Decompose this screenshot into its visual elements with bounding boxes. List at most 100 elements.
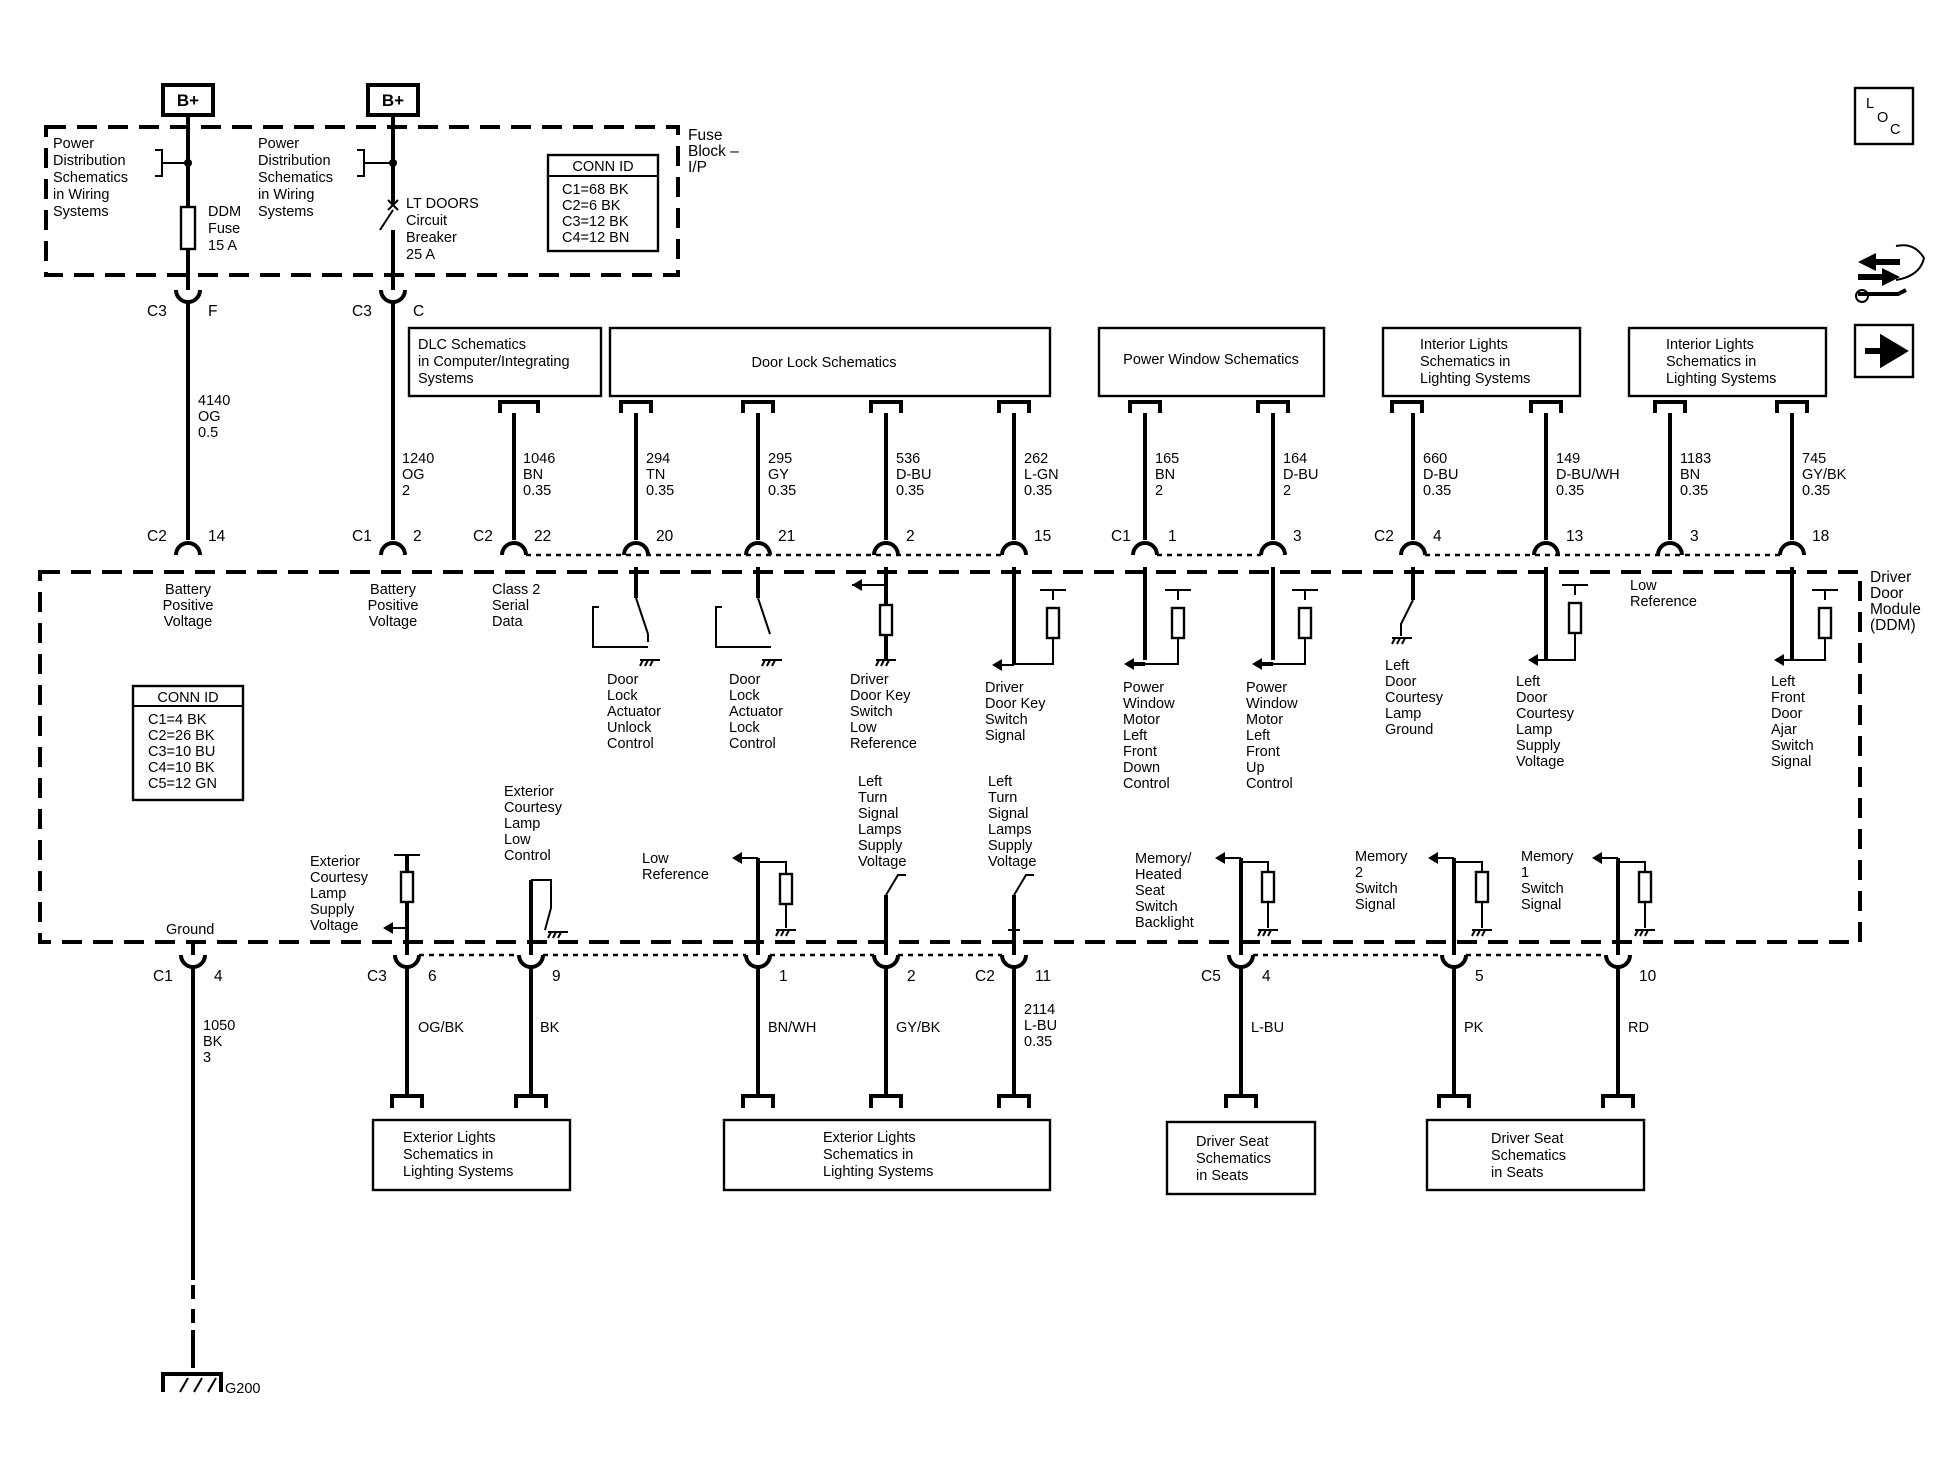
svg-text:Door: Door — [607, 672, 639, 688]
svg-text:C2: C2 — [975, 968, 995, 985]
ref-dlc-schematics[interactable]: DLC Schematics in Computer/Integrating S… — [407, 326, 603, 398]
ddm-conn-id: CONN ID C1=4 BK C2=26 BK C3=10 BU C4=10 … — [131, 684, 245, 802]
svg-text:Left: Left — [1516, 674, 1540, 690]
svg-text:CONN ID: CONN ID — [157, 690, 218, 706]
svg-text:Lighting Systems: Lighting Systems — [1420, 371, 1530, 387]
next-arrow-icon[interactable] — [1853, 323, 1915, 379]
svg-text:Lighting Systems: Lighting Systems — [1666, 371, 1776, 387]
svg-text:Control: Control — [729, 736, 776, 752]
ddm-bottom-pin-labels: C1 4 C3 6 9 1 2 C2 11 C5 4 5 10 — [153, 968, 1657, 985]
ref-door-lock-schematics[interactable]: Door Lock Schematics — [608, 326, 1052, 398]
top-wire-1240: 1240 OG 2 — [402, 451, 434, 499]
svg-text:1: 1 — [779, 968, 788, 985]
svg-text:Power: Power — [1123, 680, 1164, 696]
svg-text:C1: C1 — [352, 528, 372, 545]
wrench-icon[interactable] — [1855, 244, 1926, 303]
svg-text:BN: BN — [523, 467, 543, 483]
svg-text:Lighting Systems: Lighting Systems — [403, 1164, 513, 1180]
svg-text:0.35: 0.35 — [1802, 483, 1830, 499]
svg-text:1: 1 — [1168, 528, 1177, 545]
svg-text:4: 4 — [214, 968, 223, 985]
svg-text:Fuse: Fuse — [208, 221, 240, 237]
svg-text:Signal: Signal — [1355, 897, 1395, 913]
ref-interior-lights-1[interactable]: Interior Lights Schematics in Lighting S… — [1381, 326, 1582, 398]
svg-text:B+: B+ — [382, 91, 404, 110]
label-door-lock-unlock: Door Lock Actuator Unlock Control — [607, 672, 661, 752]
svg-text:Heated: Heated — [1135, 867, 1182, 883]
label-ground: Ground — [166, 922, 214, 938]
svg-text:Lamp: Lamp — [1516, 722, 1552, 738]
svg-text:Motor: Motor — [1123, 712, 1160, 728]
top-wire-1183: 1183 BN 0.35 — [1680, 451, 1711, 499]
ddm-top-pin-cups — [174, 541, 1806, 556]
svg-text:Turn: Turn — [858, 790, 887, 806]
label-low-reference-bottom: Low Reference — [642, 851, 709, 883]
svg-text:Actuator: Actuator — [729, 704, 783, 720]
svg-text:C1=68 BK: C1=68 BK — [562, 182, 629, 198]
svg-text:Left: Left — [1123, 728, 1147, 744]
top-wire-lines — [186, 302, 1794, 540]
svg-text:Distribution: Distribution — [53, 153, 126, 169]
power-dist-ref-left[interactable]: Power Distribution Schematics in Wiring … — [53, 136, 188, 220]
bottom-wire-labels: 1050 BK 3 OG/BK BK BN/WH GY/BK 2114 L-BU… — [203, 1002, 1649, 1066]
svg-text:15 A: 15 A — [208, 238, 237, 254]
svg-text:Switch: Switch — [850, 704, 893, 720]
svg-text:20: 20 — [656, 528, 674, 545]
svg-text:0.35: 0.35 — [1024, 1034, 1052, 1050]
top-wire-294: 294 TN 0.35 — [646, 451, 674, 499]
svg-text:C3=12 BK: C3=12 BK — [562, 214, 629, 230]
svg-text:Interior Lights: Interior Lights — [1420, 337, 1508, 353]
svg-text:1046: 1046 — [523, 451, 555, 467]
svg-text:Switch: Switch — [1355, 881, 1398, 897]
top-wire-536: 536 D-BU 0.35 — [896, 451, 931, 499]
svg-text:OG: OG — [402, 467, 425, 483]
label-low-reference-top: Low Reference — [1630, 578, 1697, 610]
svg-text:G200: G200 — [225, 1381, 260, 1397]
svg-text:Window: Window — [1246, 696, 1298, 712]
ref-exterior-lights-1[interactable]: Exterior Lights Schematics in Lighting S… — [371, 1118, 572, 1192]
svg-text:Circuit: Circuit — [406, 213, 447, 229]
svg-text:Systems: Systems — [53, 204, 109, 220]
svg-text:L-GN: L-GN — [1024, 467, 1059, 483]
svg-text:Switch: Switch — [985, 712, 1028, 728]
svg-text:0.5: 0.5 — [198, 425, 218, 441]
svg-text:BK: BK — [540, 1020, 560, 1036]
svg-text:Control: Control — [1246, 776, 1293, 792]
ref-interior-lights-2[interactable]: Interior Lights Schematics in Lighting S… — [1627, 326, 1828, 398]
svg-text:Up: Up — [1246, 760, 1265, 776]
svg-text:Reference: Reference — [850, 736, 917, 752]
svg-text:Front: Front — [1246, 744, 1280, 760]
svg-text:C2=6 BK: C2=6 BK — [562, 198, 621, 214]
svg-text:Driver: Driver — [985, 680, 1024, 696]
loc-icon[interactable]: L O C — [1853, 86, 1915, 146]
svg-text:Turn: Turn — [988, 790, 1017, 806]
ref-power-window-schematics[interactable]: Power Window Schematics — [1097, 326, 1326, 398]
svg-text:D-BU: D-BU — [896, 467, 931, 483]
top-wire-4140: 4140 OG 0.5 — [198, 393, 230, 441]
power-dist-ref-right[interactable]: Power Distribution Schematics in Wiring … — [258, 136, 393, 220]
svg-text:Reference: Reference — [1630, 594, 1697, 610]
svg-text:C5: C5 — [1201, 968, 1221, 985]
svg-text:Ground: Ground — [1385, 722, 1433, 738]
svg-text:B+: B+ — [177, 91, 199, 110]
svg-text:Driver Seat: Driver Seat — [1196, 1134, 1269, 1150]
svg-text:in Seats: in Seats — [1491, 1165, 1543, 1181]
ref-exterior-lights-2[interactable]: Exterior Lights Schematics in Lighting S… — [722, 1118, 1052, 1192]
ref-driver-seat-2[interactable]: Driver Seat Schematics in Seats — [1425, 1118, 1646, 1192]
svg-text:GY: GY — [768, 467, 789, 483]
svg-text:Data: Data — [492, 614, 524, 630]
svg-text:Driver: Driver — [1870, 569, 1911, 586]
svg-text:Low: Low — [642, 851, 669, 867]
top-wire-660: 660 D-BU 0.35 — [1423, 451, 1458, 499]
svg-text:Battery: Battery — [370, 582, 417, 598]
ref-driver-seat-1[interactable]: Driver Seat Schematics in Seats — [1165, 1120, 1317, 1196]
label-courtesy-lamp-ground: Left Door Courtesy Lamp Ground — [1385, 658, 1444, 738]
svg-text:D-BU/WH: D-BU/WH — [1556, 467, 1620, 483]
svg-text:2: 2 — [402, 483, 410, 499]
svg-text:2114: 2114 — [1024, 1002, 1055, 1018]
lt-doors-circuit-breaker: LT DOORS Circuit Breaker 25 A — [379, 196, 479, 263]
svg-text:Front: Front — [1123, 744, 1157, 760]
svg-text:2: 2 — [1155, 483, 1163, 499]
svg-text:in Wiring: in Wiring — [258, 187, 314, 203]
svg-text:Lighting Systems: Lighting Systems — [823, 1164, 933, 1180]
